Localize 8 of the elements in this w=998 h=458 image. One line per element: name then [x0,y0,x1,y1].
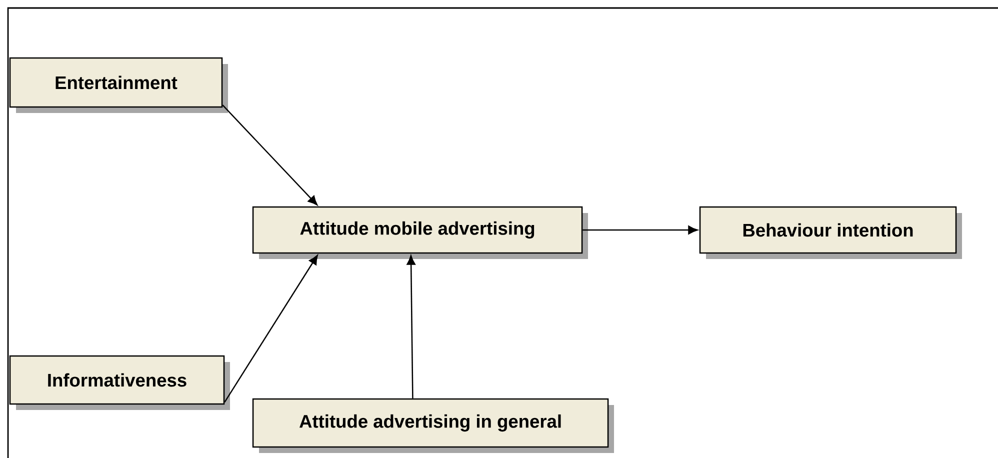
process-box: Attitude mobile advertising [252,206,588,259]
process-box: Behaviour intention [699,206,962,259]
process-box: Informativeness [9,355,230,410]
arrow [222,104,318,206]
arrow [406,255,416,398]
process-box: Entertainment [9,57,228,113]
process-box: Attitude advertising in general [252,398,614,453]
arrow [582,226,698,234]
